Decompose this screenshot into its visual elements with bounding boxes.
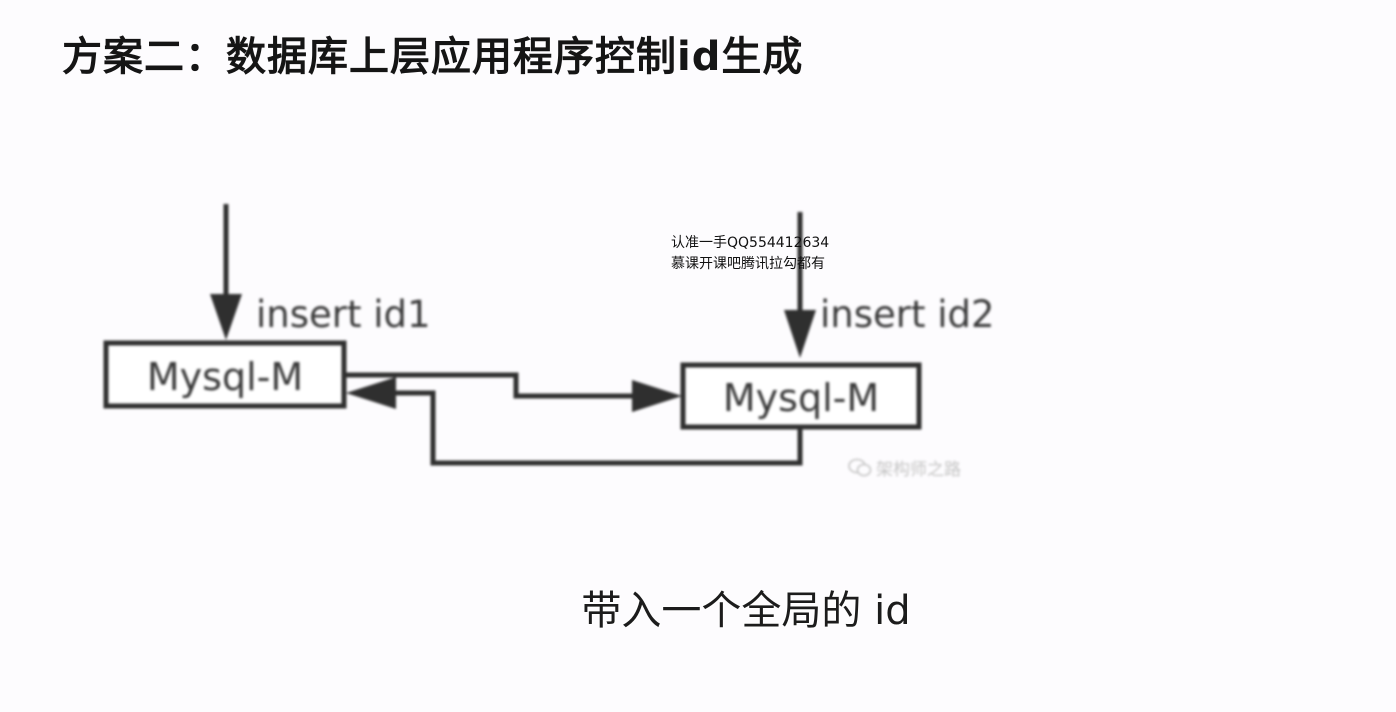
left-insert-arrow [210, 204, 242, 340]
wechat-icon [848, 458, 872, 476]
qq-watermark: 认准一手QQ554412634 慕课开课吧腾讯拉勾都有 [671, 233, 829, 275]
left-insert-label: insert id1 [256, 293, 431, 336]
right-insert-label: insert id2 [820, 293, 995, 336]
source-watermark: 架构师之路 [848, 455, 961, 480]
right-mysql-node: Mysql-M [680, 362, 922, 430]
video-subtitle: 带入一个全局的 id [581, 588, 911, 634]
left-mysql-node: Mysql-M [103, 340, 347, 409]
sync-arrow-left-to-right [346, 372, 682, 412]
right-insert-arrow [784, 212, 816, 358]
watermark-line-1: 认准一手QQ554412634 [671, 235, 830, 251]
slide-title: 方案二：数据库上层应用程序控制id生成 [62, 34, 804, 80]
watermark-line-2: 慕课开课吧腾讯拉勾都有 [671, 256, 825, 272]
sync-arrow-right-to-left [346, 377, 803, 466]
source-watermark-text: 架构师之路 [876, 460, 961, 480]
right-node-label: Mysql-M [723, 376, 879, 420]
left-node-label: Mysql-M [147, 355, 303, 399]
